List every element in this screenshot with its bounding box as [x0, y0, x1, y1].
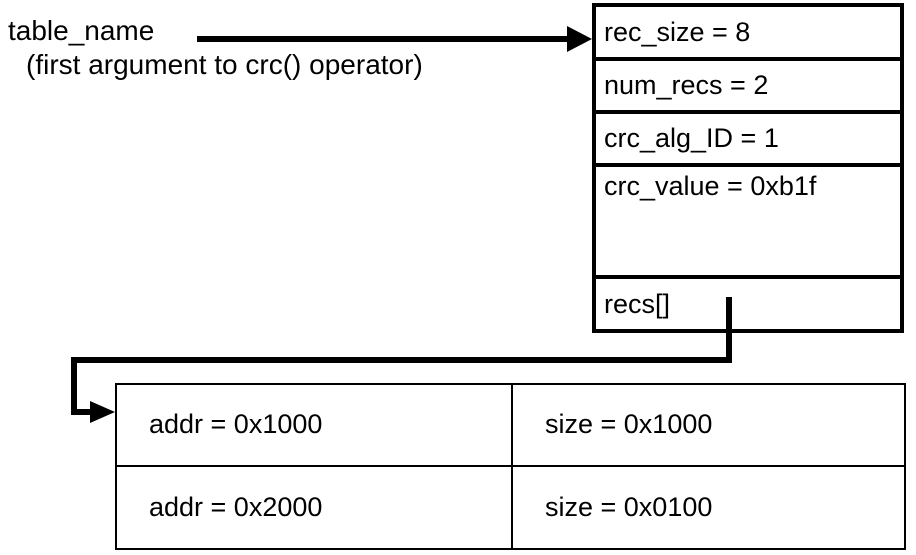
- struct-field-rec-size: rec_size = 8: [596, 7, 900, 61]
- recs-pointer-segment-left: [71, 357, 732, 363]
- record-size-cell: size = 0x1000: [545, 409, 713, 440]
- record-size-cell: size = 0x0100: [545, 491, 713, 522]
- record-addr-cell: addr = 0x2000: [117, 466, 513, 548]
- struct-field-num-recs: num_recs = 2: [596, 61, 900, 114]
- recs-pointer-arrow-head-icon: [90, 401, 115, 423]
- table-row: addr = 0x1000 size = 0x1000: [117, 385, 904, 467]
- recs-pointer-segment-down-left: [71, 357, 77, 415]
- table-name-arrow-head-icon: [567, 26, 592, 52]
- struct-field-recs-array: recs[]: [604, 288, 671, 319]
- recs-pointer-segment-right: [71, 409, 93, 415]
- records-table: addr = 0x1000 size = 0x1000 addr = 0x200…: [115, 383, 906, 550]
- recs-pointer-segment-down: [726, 297, 732, 363]
- crc-table-struct-box: rec_size = 8 num_recs = 2 crc_alg_ID = 1…: [592, 3, 904, 333]
- struct-field-crc-value: crc_value = 0xb1f: [596, 167, 900, 279]
- table-row: addr = 0x2000 size = 0x0100: [117, 466, 904, 548]
- record-addr-cell: addr = 0x1000: [117, 385, 513, 465]
- table-name-arrow-line: [197, 36, 573, 42]
- struct-field-crc-alg-id: crc_alg_ID = 1: [596, 114, 900, 167]
- caption-line-secondary: (first argument to crc() operator): [26, 49, 423, 80]
- table-name-caption: table_name (first argument to crc() oper…: [8, 14, 568, 82]
- caption-line-primary: table_name: [8, 15, 155, 46]
